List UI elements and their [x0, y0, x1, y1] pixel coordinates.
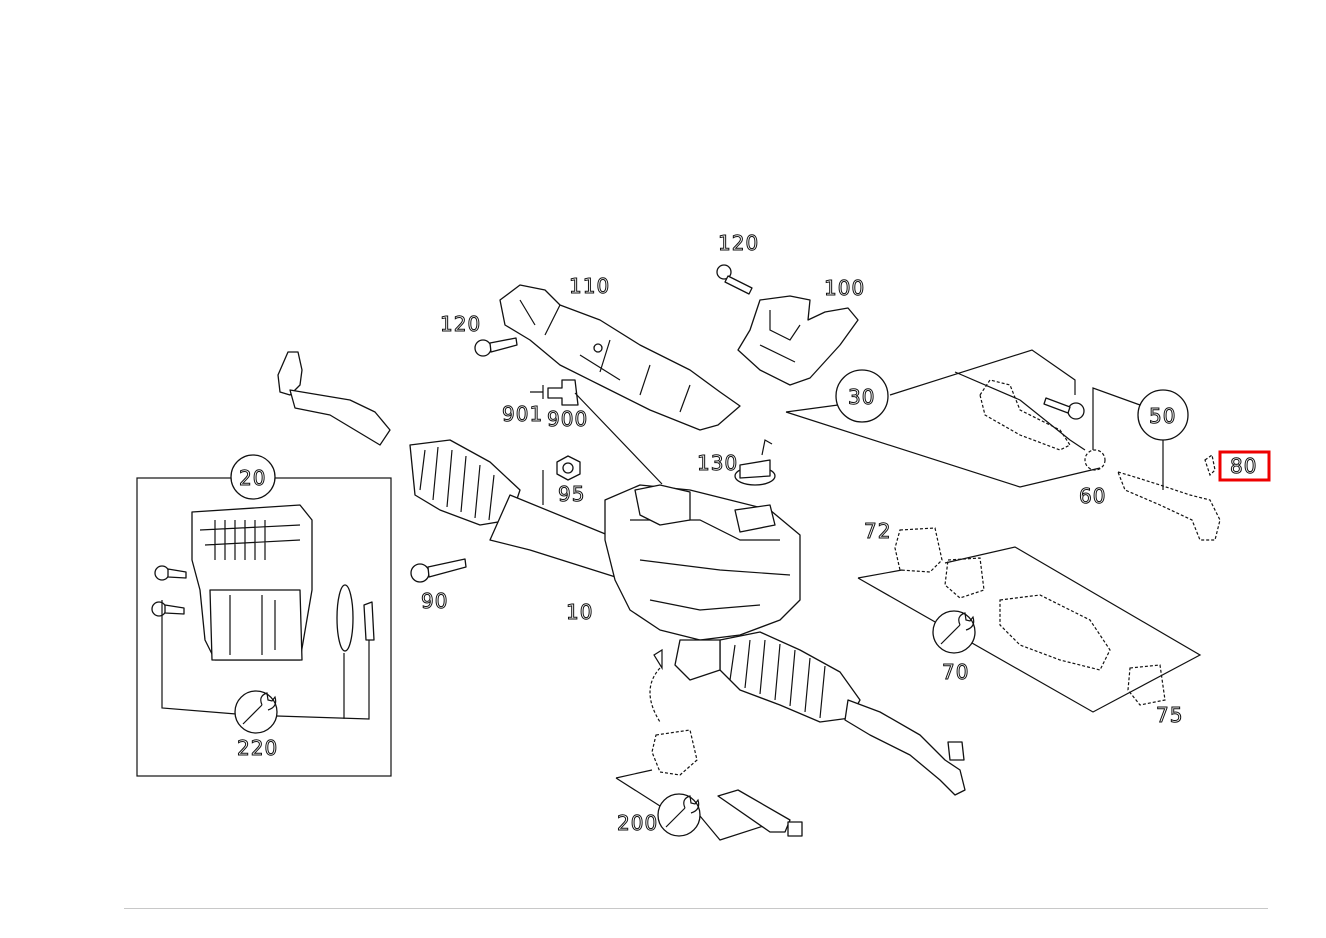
callout-100[interactable]: 100 — [824, 276, 865, 301]
part-110-shield — [499, 284, 741, 431]
footer-divider — [124, 908, 1268, 909]
callout-90[interactable]: 90 — [421, 589, 448, 614]
callout-130[interactable]: 130 — [697, 451, 738, 476]
callout-60[interactable]: 60 — [1079, 484, 1106, 509]
callout-900[interactable]: 900 — [547, 407, 588, 432]
callout-901[interactable]: 901 — [502, 402, 543, 427]
highlight-box-80 — [1218, 450, 1271, 482]
callout-72[interactable]: 72 — [864, 519, 891, 544]
callout-110[interactable]: 110 — [569, 274, 610, 299]
callout-220[interactable]: 220 — [237, 736, 278, 761]
part-120-bolt-left — [474, 337, 518, 357]
callout-120-top[interactable]: 120 — [718, 231, 759, 256]
callout-10[interactable]: 10 — [566, 600, 593, 625]
callout-95[interactable]: 95 — [558, 482, 585, 507]
part-95-nut — [542, 455, 581, 505]
grease-tube-icon — [717, 789, 803, 837]
part-10-steering-rack — [277, 351, 966, 796]
screw-2 — [151, 601, 185, 617]
part-120-bolt-top — [716, 264, 753, 295]
callout-20[interactable]: 20 — [239, 466, 266, 491]
wrench-icon — [234, 690, 278, 734]
wrench-icon — [657, 793, 701, 837]
part-900-connector — [530, 379, 663, 485]
group-30-tie-rod — [785, 349, 1106, 488]
wrench-icon — [932, 610, 976, 654]
part-100-bracket — [737, 295, 859, 386]
group-70-boot-kit — [857, 527, 1202, 713]
callout-30[interactable]: 30 — [848, 385, 875, 410]
callout-75[interactable]: 75 — [1156, 703, 1183, 728]
screw-1 — [154, 565, 187, 581]
callout-120-left[interactable]: 120 — [440, 312, 481, 337]
group-20-box — [136, 454, 392, 777]
part-130-sensor — [734, 439, 776, 486]
group-50-tie-rod-end — [1092, 387, 1221, 541]
callout-80[interactable]: 80 — [1230, 454, 1257, 479]
group-200-grease — [615, 729, 803, 841]
callout-70[interactable]: 70 — [942, 660, 969, 685]
callout-200[interactable]: 200 — [617, 811, 658, 836]
part-90-bolt — [410, 558, 467, 583]
callout-50[interactable]: 50 — [1149, 404, 1176, 429]
